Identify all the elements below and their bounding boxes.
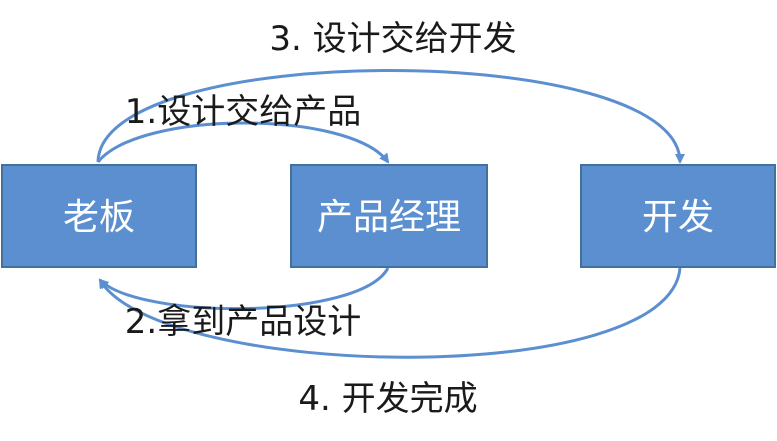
- node-product-manager: 产品经理: [290, 164, 488, 268]
- node-product-manager-label: 产品经理: [317, 197, 461, 238]
- arrow-pm-to-boss: [98, 267, 390, 311]
- arrow-boss-to-pm: [96, 121, 390, 164]
- edge-label-product-design-back: 2.拿到产品设计: [125, 302, 361, 342]
- node-developer-label: 开发: [642, 197, 714, 238]
- arrow-dev-to-boss: [98, 267, 682, 359]
- edge-label-design-to-pm: 1.设计交给产品: [125, 92, 361, 132]
- arrow-boss-to-dev: [96, 69, 685, 164]
- node-boss-label: 老板: [63, 197, 135, 238]
- node-boss: 老板: [1, 164, 197, 268]
- node-developer: 开发: [580, 164, 776, 268]
- edge-label-design-to-dev: 3. 设计交给开发: [269, 19, 516, 59]
- edge-label-dev-done: 4. 开发完成: [298, 379, 477, 419]
